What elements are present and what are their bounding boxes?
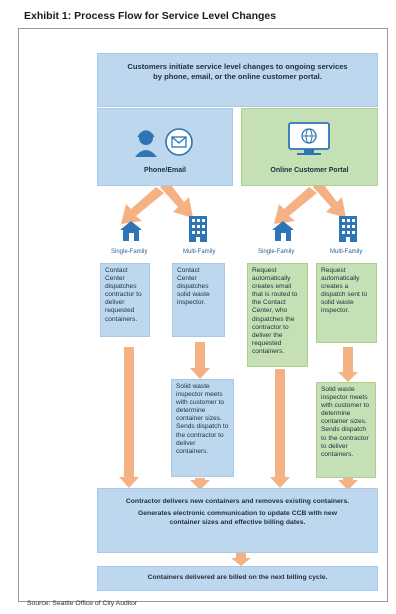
portal-multi-step: Request automatically creates a dispatch… bbox=[316, 263, 377, 343]
arrow-inspector-right-down bbox=[338, 477, 358, 490]
phone-multi-step: Contact Center dispatches solid waste in… bbox=[172, 263, 225, 337]
delivery-line-2: Generates electronic communication to up… bbox=[137, 510, 338, 526]
single-family-label-left: Single-Family bbox=[111, 249, 148, 255]
online-portal-label: Online Customer Portal bbox=[270, 167, 349, 174]
person-headset-icon bbox=[135, 130, 157, 157]
delivery-line-1: Contractor delivers new containers and r… bbox=[125, 498, 350, 505]
arrow-phone-to-multi bbox=[160, 181, 193, 218]
initiate-box: Customers initiate service level changes… bbox=[97, 53, 378, 107]
arrow-portal-single-down bbox=[270, 369, 290, 488]
single-family-label-right: Single-Family bbox=[258, 249, 295, 255]
inspector-step-right: Solid waste inspector meets with custome… bbox=[316, 382, 376, 478]
email-icon bbox=[165, 128, 193, 156]
multi-family-label-left: Multi-Family bbox=[183, 249, 216, 255]
source-note: Source: Seattle Office of City Auditor bbox=[27, 600, 138, 607]
house-icon bbox=[272, 221, 294, 241]
multi-family-label-right: Multi-Family bbox=[330, 249, 363, 255]
online-portal-box: Online Customer Portal bbox=[241, 108, 378, 186]
building-icon bbox=[189, 216, 207, 242]
exhibit-title: Exhibit 1: Process Flow for Service Leve… bbox=[24, 10, 277, 22]
billing-box: Containers delivered are billed on the n… bbox=[97, 566, 378, 591]
phone-email-label: Phone/Email bbox=[143, 167, 186, 174]
building-icon bbox=[339, 216, 357, 242]
arrow-portal-to-single bbox=[274, 187, 317, 224]
arrow-phone-to-single bbox=[121, 187, 164, 224]
contractor-delivery-box: Contractor delivers new containers and r… bbox=[97, 488, 378, 553]
portal-single-step: Request automatically creates email that… bbox=[247, 263, 308, 367]
phone-single-step: Contact Center dispatches contractor to … bbox=[100, 263, 150, 337]
billing-text: Containers delivered are billed on the n… bbox=[147, 574, 328, 581]
phone-email-box: Phone/Email bbox=[97, 108, 233, 186]
arrow-portal-multi-down bbox=[338, 347, 358, 382]
arrow-phone-multi-down bbox=[190, 342, 210, 379]
arrow-inspector-left-down bbox=[190, 478, 210, 490]
arrow-phone-single-down bbox=[119, 347, 139, 488]
arrow-portal-to-multi bbox=[313, 181, 346, 218]
monitor-globe-icon bbox=[288, 122, 330, 155]
arrow-bottom-to-billing bbox=[231, 553, 251, 566]
house-icon bbox=[120, 221, 142, 241]
initiate-text: Customers initiate service level changes… bbox=[127, 62, 348, 81]
inspector-step-left: Solid waste inspector meets with custome… bbox=[171, 379, 234, 477]
